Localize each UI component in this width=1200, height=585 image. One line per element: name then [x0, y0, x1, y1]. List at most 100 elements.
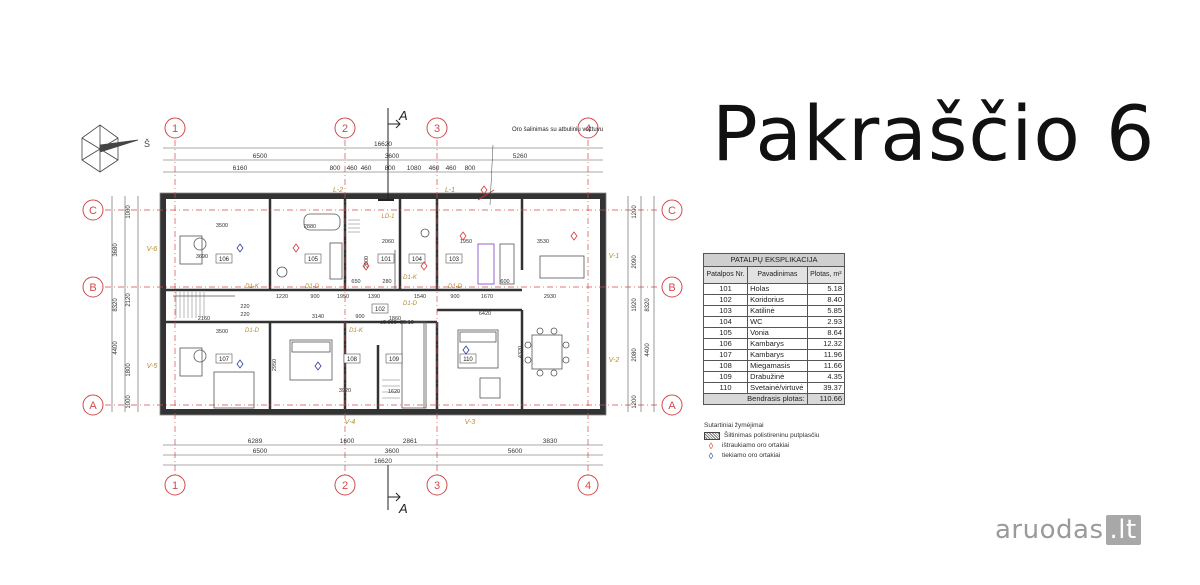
room-area: 11.66 [806, 360, 846, 372]
supply-markers [236, 243, 470, 371]
axis-label: B [89, 282, 96, 294]
room-name: Svetainė/virtuvė [747, 382, 808, 394]
axis-label: 3 [434, 123, 440, 135]
room-area: 11.96 [806, 349, 846, 361]
room-area: 8.64 [806, 327, 846, 339]
table-header: Patalpos Nr. [702, 266, 749, 284]
wall-labels: V-6 V-5 V-4 V-3 V-2 V-1 L-2 L-1 [147, 187, 620, 426]
dimension-lines-sides [111, 196, 655, 412]
dim-label: 1670 [481, 294, 493, 300]
axis-label: C [89, 205, 97, 217]
room-no: 103 [702, 305, 749, 317]
dimension-text-right: 1200 2090 8320 1920 4400 2080 1200 [632, 205, 651, 409]
dim-label: 900 [310, 294, 319, 300]
room-label: 102 [375, 307, 386, 313]
table-caption: PATALPŲ EKSPLIKACIJA [703, 253, 845, 267]
room-label: 109 [389, 357, 400, 363]
dim-label: 460 [446, 165, 457, 172]
total-label: Bendrasis plotas: [703, 393, 808, 405]
dim-label: 220 [240, 312, 249, 318]
room-no: 101 [702, 283, 749, 295]
svg-text:Š: Š [144, 139, 150, 149]
dim-label: 6500 [253, 448, 268, 455]
door-labels: D1-K D1-D D1-K D1-D D1-D D1-K D1-D LD-1 [245, 214, 463, 334]
room-label: 101 [381, 257, 392, 263]
dim-label: 2060 [382, 239, 394, 245]
room-name: Kambarys [747, 338, 808, 350]
axis-label: 2 [342, 123, 348, 135]
room-area: 12.32 [806, 338, 846, 350]
dim-label: 280 [382, 279, 391, 285]
axis-labels: 1 2 3 4 1 2 3 4 C B A C B A [89, 123, 676, 492]
room-no: 106 [702, 338, 749, 350]
dim-label: 3500 [216, 329, 228, 335]
room-name: Holas [747, 283, 808, 295]
wall-label: V-5 [147, 363, 158, 370]
dim-label: 3830 [543, 438, 558, 445]
room-area: 8.40 [806, 294, 846, 306]
legend-title: Sutartiniai žymėjimai [704, 422, 764, 429]
room-no: 102 [702, 294, 749, 306]
dimension-lines-bottom [163, 444, 603, 466]
watermark-logo: aruodas.lt [995, 515, 1141, 545]
dim-label: 8320 [113, 298, 119, 312]
axis-label: 4 [585, 480, 591, 492]
grid-axes [105, 140, 660, 475]
dim-label: 2120 [126, 293, 132, 307]
room-name: Drabužinė [747, 371, 808, 383]
dim-label: 1860 [389, 316, 401, 322]
floor-plan-drawing: Š 1 2 [81, 108, 683, 516]
dim-label: 800 [385, 165, 396, 172]
room-area: 4.35 [806, 371, 846, 383]
dim-label: 1220 [276, 294, 288, 300]
dim-label: 16620 [374, 141, 392, 148]
room-name: Kambarys [747, 349, 808, 361]
room-name: Miegamasis [747, 360, 808, 372]
wall-label: V-4 [345, 419, 356, 426]
page-title: Pakraščio 6 [712, 89, 1156, 178]
dim-label: 2080 [632, 348, 638, 362]
axis-label: 3 [434, 480, 440, 492]
dim-label: 1540 [414, 294, 426, 300]
dim-label: 5600 [508, 448, 523, 455]
dim-label: 800 [465, 165, 476, 172]
door-label: D1-K [245, 284, 260, 290]
dimension-text-left: 1000 3680 8320 4400 1000 1800 2120 [113, 205, 132, 409]
dim-label: 1950 [460, 239, 472, 245]
axis-label: A [89, 400, 97, 412]
dim-label: 8320 [645, 298, 651, 312]
legend-item: ◊ištraukiamo oro ortakiai [704, 441, 819, 451]
dim-label: 16620 [374, 458, 392, 465]
dim-label: 2090 [632, 255, 638, 269]
dim-label: 1000 [126, 205, 132, 219]
furniture [173, 189, 585, 409]
axis-label: 1 [172, 123, 178, 135]
dim-label: 2861 [403, 438, 418, 445]
supply-diamond-icon: ◊ [708, 451, 714, 461]
wall-label: L-1 [445, 187, 455, 194]
axis-label: 4 [585, 123, 591, 135]
legend-text: ištraukiamo oro ortakiai [722, 442, 790, 449]
door-label: LD-1 [381, 214, 394, 220]
dim-label: 800 [330, 165, 341, 172]
section-marks [387, 108, 401, 510]
dim-label: 1390 [368, 294, 380, 300]
dimension-text-bottom: 6289 1600 2861 3830 6500 3600 5600 16620 [248, 438, 558, 465]
dim-label: 4320 [518, 346, 524, 358]
legend-text: Šiltinimas polistireninu putplasčiu [724, 432, 820, 439]
dim-label: 3530 [537, 239, 549, 245]
axis-label: 1 [172, 480, 178, 492]
wall-label: V-1 [609, 253, 620, 260]
dim-label: 5260 [513, 153, 528, 160]
dim-label: 900 [355, 314, 364, 320]
room-name: Katilinė [747, 305, 808, 317]
room-no: 108 [702, 360, 749, 372]
dim-label: 4400 [113, 341, 119, 355]
dim-label: 1920 [632, 298, 638, 312]
wall-label: V-3 [465, 419, 476, 426]
room-labels: 101 102 103 104 105 106 107 108 109 110 [215, 253, 477, 364]
